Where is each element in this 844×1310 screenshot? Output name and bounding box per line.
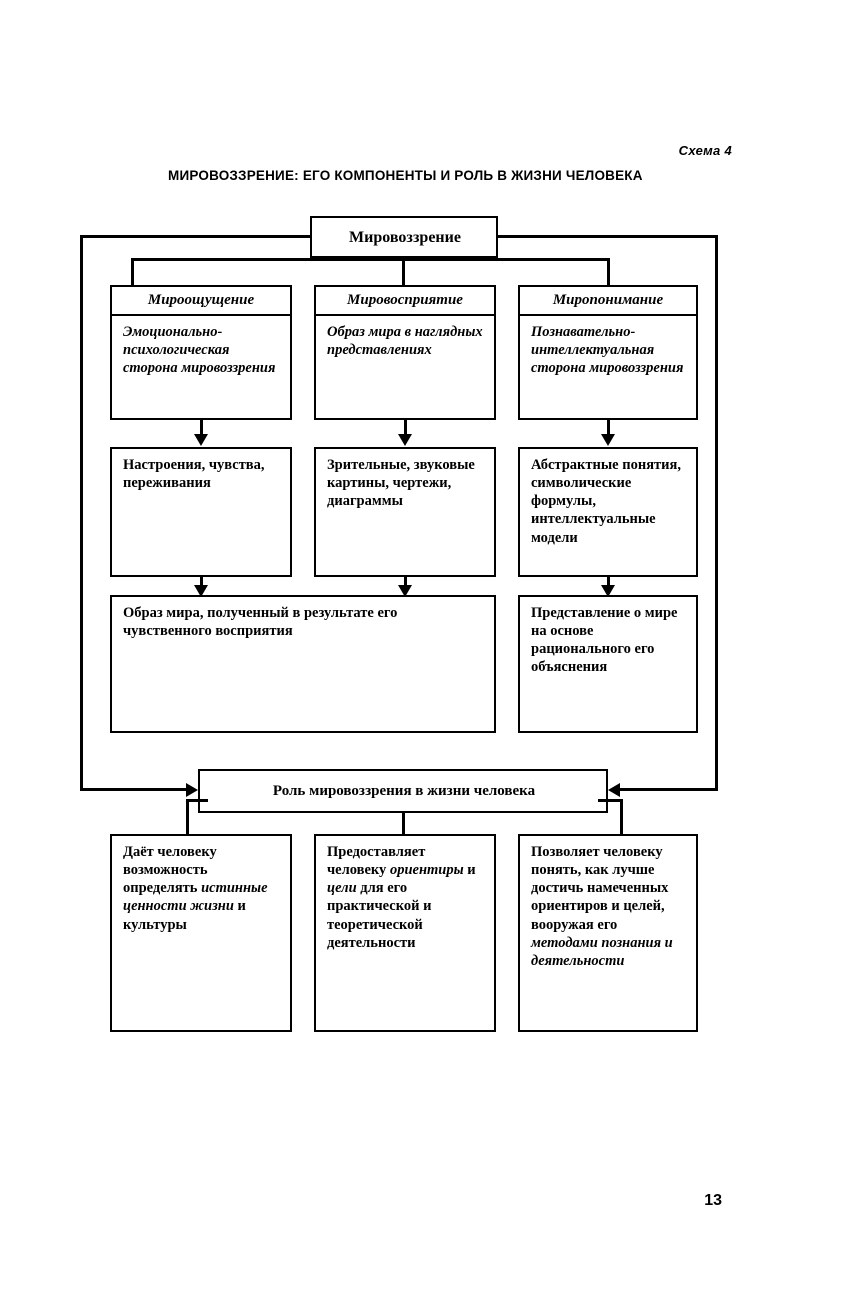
connector-root-left: [80, 235, 312, 238]
scheme-label: Схема 4: [678, 143, 732, 158]
connector-outer-right-vertical: [715, 235, 718, 788]
connector-m3-to-synth2: [607, 577, 610, 589]
connector-role-down-stub: [402, 813, 405, 834]
connector-role-right-drop: [620, 799, 623, 834]
node-manifestation-1[interactable]: Настроения, чувства, переживания: [110, 447, 292, 577]
node-manifestation-3[interactable]: Абстрактные понятия, символические форму…: [518, 447, 698, 577]
arrow-m1-to-synth1: [194, 585, 208, 597]
connector-root-right: [496, 235, 718, 238]
manifestation-label-3: Абстрактные понятия, символические форму…: [531, 457, 681, 546]
synthesis-label-1: Образ мира, полученный в результате его …: [123, 605, 398, 640]
node-role-item-methods[interactable]: Позволяет человеку понять, как лучше дос…: [518, 834, 698, 1032]
connector-distribution-bar: [131, 258, 610, 261]
node-role-item-values[interactable]: Даёт человеку возможность определять ист…: [110, 834, 292, 1032]
arrow-m2-to-synth1: [398, 585, 412, 597]
connector-role-left-feed: [80, 788, 186, 791]
component-header-2: Мировосприятие: [316, 287, 494, 316]
connector-role-left-elbow: [186, 799, 208, 802]
connector-c2-to-m2: [404, 420, 407, 436]
component-definition-3: Познавательно-интеллектуальная сторона м…: [531, 324, 684, 377]
synthesis-label-2: Представление о мире на основе рациональ…: [531, 605, 678, 676]
arrow-c3-to-m3: [601, 434, 615, 446]
node-role-item-goals[interactable]: Предоставляет человеку ориентиры и цели …: [314, 834, 496, 1032]
connector-m1-to-synth1: [200, 577, 203, 589]
component-definition-1: Эмоционально-психологическая сторона мир…: [123, 324, 276, 377]
page-title: МИРОВОЗЗРЕНИЕ: ЕГО КОМПОНЕНТЫ И РОЛЬ В Ж…: [168, 168, 643, 183]
node-role-label: Роль мировоззрения в жизни человека: [272, 783, 536, 799]
connector-m2-to-synth1: [404, 577, 407, 589]
component-definition-2: Образ мира в наглядных представлениях: [327, 324, 483, 359]
node-manifestation-2[interactable]: Зрительные, звуковые картины, чертежи, д…: [314, 447, 496, 577]
manifestation-label-1: Настроения, чувства, переживания: [123, 457, 265, 492]
connector-drop-col3: [607, 258, 610, 285]
arrow-c2-to-m2: [398, 434, 412, 446]
arrow-c1-to-m1: [194, 434, 208, 446]
role-item-label-1: Даёт человеку возможность определять ист…: [123, 844, 268, 933]
connector-role-right-elbow: [598, 799, 623, 802]
page-number: 13: [704, 1192, 722, 1209]
connector-c3-to-m3: [607, 420, 610, 436]
arrow-m3-to-synth2: [601, 585, 615, 597]
connector-outer-left-vertical: [80, 235, 83, 788]
component-header-3: Миропонимание: [520, 287, 696, 316]
node-component-mirooshchushchenie[interactable]: Мироощущение Эмоционально-психологическа…: [110, 285, 292, 420]
node-component-mirovospriyatie[interactable]: Мировосприятие Образ мира в наглядных пр…: [314, 285, 496, 420]
connector-drop-col2: [402, 258, 405, 285]
arrow-into-role-right: [608, 783, 620, 797]
node-worldview[interactable]: Мировоззрение: [310, 216, 498, 258]
connector-role-left-drop: [186, 799, 189, 834]
manifestation-label-2: Зрительные, звуковые картины, чертежи, д…: [327, 457, 475, 510]
node-worldview-label: Мировоззрение: [349, 229, 461, 246]
role-item-label-3: Позволяет человеку понять, как лучше дос…: [531, 844, 673, 969]
node-role-of-worldview[interactable]: Роль мировоззрения в жизни человека: [198, 769, 608, 813]
node-synthesis-sensory[interactable]: Образ мира, полученный в результате его …: [110, 595, 496, 733]
node-synthesis-rational[interactable]: Представление о мире на основе рациональ…: [518, 595, 698, 733]
connector-c1-to-m1: [200, 420, 203, 436]
connector-drop-col1: [131, 258, 134, 285]
role-item-label-2: Предоставляет человеку ориентиры и цели …: [327, 844, 476, 951]
node-component-miroponimanie[interactable]: Миропонимание Познавательно-интеллектуал…: [518, 285, 698, 420]
connector-role-right-feed: [620, 788, 718, 791]
component-header-1: Мироощущение: [112, 287, 290, 316]
arrow-into-role-left: [186, 783, 198, 797]
